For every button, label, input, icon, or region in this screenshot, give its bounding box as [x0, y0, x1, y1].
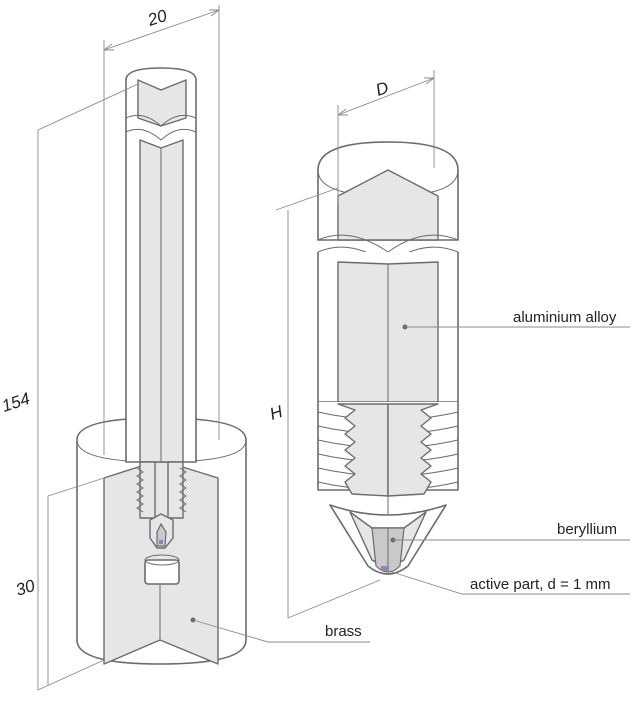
active-part-leader [391, 571, 630, 595]
dim-height-154: 154 [0, 389, 32, 416]
left-thread [136, 461, 187, 549]
label-aluminium-alloy: aluminium alloy [513, 309, 617, 326]
left-dimension-lines [37, 5, 220, 691]
label-active-part: active part, d = 1 mm [470, 576, 610, 593]
left-indenter-assembly: 20 154 30 brass [0, 5, 370, 691]
right-dimension-lines [275, 70, 435, 619]
left-rod [125, 67, 197, 463]
dim-width-20: 20 [144, 6, 169, 30]
dim-height-H: H [267, 402, 285, 424]
right-indenter: D H aluminium alloy beryllium active par… [267, 70, 630, 619]
right-thread [317, 402, 459, 497]
right-cone [329, 504, 447, 575]
dim-diameter-D: D [373, 78, 391, 100]
dim-height-30: 30 [13, 576, 37, 600]
label-beryllium: beryllium [557, 521, 617, 538]
aluminium-leader [402, 324, 630, 330]
brass-leader [190, 617, 370, 643]
label-brass: brass [325, 623, 362, 640]
right-lower-body [317, 252, 459, 525]
beryllium-leader [390, 537, 630, 543]
right-upper-body [317, 141, 459, 265]
